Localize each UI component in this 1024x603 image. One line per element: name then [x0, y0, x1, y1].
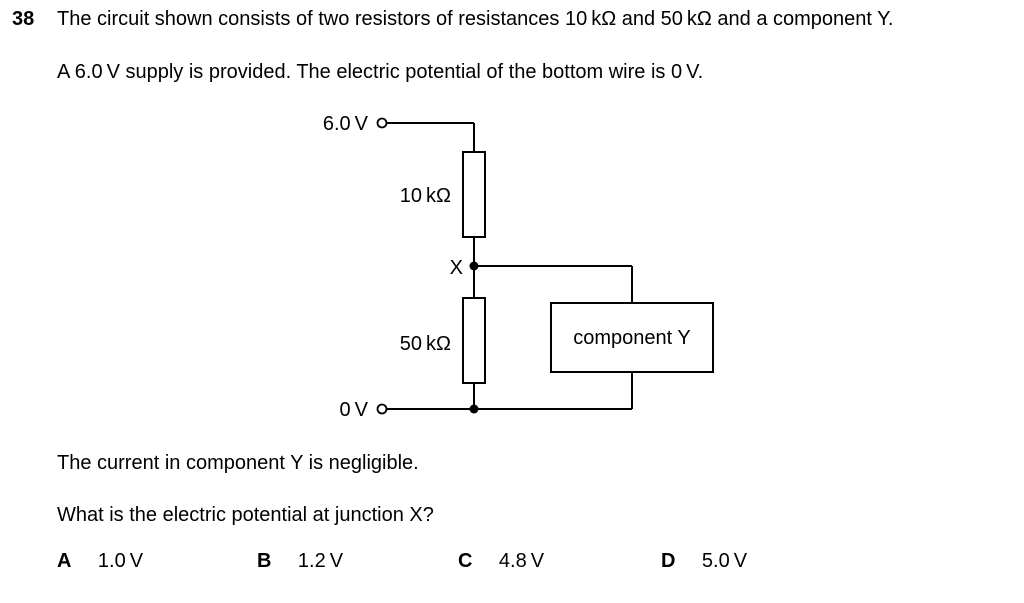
- option-b[interactable]: B 1.2 V: [257, 550, 343, 573]
- question-prompt: What is the electric potential at juncti…: [57, 504, 434, 526]
- supply-voltage-label: 6.0 V: [323, 113, 369, 135]
- component-y-label: component Y: [573, 327, 691, 349]
- r2-resistance-label: 50 kΩ: [400, 333, 451, 355]
- junction-x-label: X: [450, 257, 463, 279]
- junction-x-dot: [469, 261, 479, 271]
- ground-voltage-label: 0 V: [340, 399, 369, 421]
- option-c-letter: C: [458, 550, 473, 572]
- option-b-letter: B: [257, 550, 272, 572]
- component-y-box: [550, 302, 714, 373]
- junction-ground-dot: [469, 404, 479, 414]
- option-d-value: 5.0 V: [701, 550, 748, 572]
- supply-terminal: [376, 117, 388, 129]
- r1-resistance-label: 10 kΩ: [400, 185, 451, 207]
- option-c-value: 4.8 V: [498, 550, 545, 572]
- question-stem-line-1: The circuit shown consists of two resist…: [57, 8, 894, 30]
- question-stem-line-2: A 6.0 V supply is provided. The electric…: [57, 61, 704, 83]
- resistor-50k: [462, 297, 486, 384]
- question-number: 38: [12, 8, 35, 30]
- ground-terminal: [376, 403, 388, 415]
- option-a-value: 1.0 V: [97, 550, 144, 572]
- option-c[interactable]: C 4.8 V: [458, 550, 544, 573]
- resistor-10k: [462, 151, 486, 238]
- option-a[interactable]: A 1.0 V: [57, 550, 143, 573]
- question-stem-line-3: The current in component Y is negligible…: [57, 452, 419, 474]
- option-b-value: 1.2 V: [297, 550, 344, 572]
- option-d-letter: D: [661, 550, 676, 572]
- option-d[interactable]: D 5.0 V: [661, 550, 747, 573]
- option-a-letter: A: [57, 550, 72, 572]
